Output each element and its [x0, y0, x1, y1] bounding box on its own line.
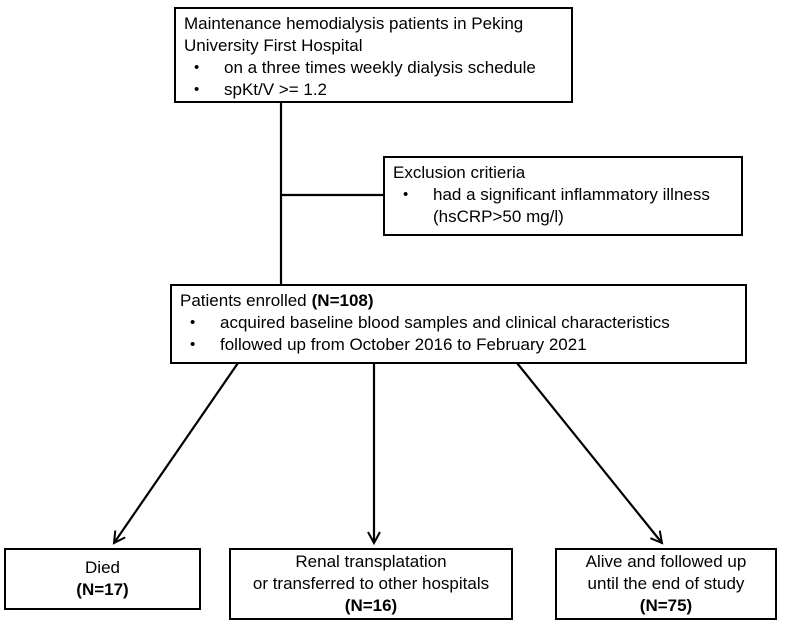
box-outcome-alive: Alive and followed up until the end of s… — [555, 548, 777, 620]
died-label: Died — [85, 558, 120, 577]
exclusion-bullet-1: • had a significant inflammatory illness — [393, 184, 733, 206]
enrolled-bullet-1: • acquired baseline blood samples and cl… — [180, 312, 737, 334]
box-outcome-transfer: Renal transplatation or transferred to o… — [229, 548, 513, 620]
source-line2: University First Hospital — [184, 36, 363, 55]
box-patients-enrolled: Patients enrolled(N=108) • acquired base… — [170, 284, 747, 364]
source-line1: Maintenance hemodialysis patients in Pek… — [184, 14, 524, 33]
enrolled-n-count: (N=108) — [311, 291, 374, 310]
transfer-line1: Renal transplatation — [295, 552, 447, 571]
alive-n-count: (N=75) — [639, 596, 693, 615]
bullet-icon: • — [194, 81, 200, 98]
box-exclusion-criteria: Exclusion critieria • had a significant … — [383, 156, 743, 236]
exclusion-bullet-1-text: had a significant inflammatory illness — [433, 185, 710, 204]
box-outcome-died: Died (N=17) — [4, 548, 201, 610]
bullet-icon: • — [190, 314, 196, 331]
alive-line2: until the end of study — [587, 574, 745, 593]
transfer-line2: or transferred to other hospitals — [252, 574, 490, 593]
source-bullet-1-text: on a three times weekly dialysis schedul… — [224, 58, 536, 77]
alive-line1: Alive and followed up — [585, 552, 747, 571]
died-n-count: (N=17) — [76, 580, 129, 599]
enrolled-bullet-2: • followed up from October 2016 to Febru… — [180, 334, 737, 356]
source-bullet-1: • on a three times weekly dialysis sched… — [184, 57, 563, 79]
enrolled-title-row: Patients enrolled(N=108) — [180, 290, 737, 312]
enrolled-bullet-2-text: followed up from October 2016 to Februar… — [220, 335, 587, 354]
arrow-enrolled-to-alive — [516, 362, 664, 545]
source-bullet-2: • spKt/V >= 1.2 — [184, 79, 563, 101]
bullet-icon: • — [194, 59, 200, 76]
enrolled-title: Patients enrolled — [180, 291, 307, 310]
source-bullet-2-text: spKt/V >= 1.2 — [224, 80, 328, 99]
bullet-icon: • — [190, 336, 196, 353]
exclusion-bullet-1-continuation: (hsCRP>50 mg/l) — [433, 207, 564, 226]
bullet-icon: • — [403, 186, 409, 203]
exclusion-title: Exclusion critieria — [393, 163, 526, 182]
transfer-n-count: (N=16) — [344, 596, 398, 615]
arrow-enrolled-to-died — [112, 362, 239, 545]
enrolled-bullet-1-text: acquired baseline blood samples and clin… — [220, 313, 670, 332]
box-source-population: Maintenance hemodialysis patients in Pek… — [174, 7, 573, 103]
